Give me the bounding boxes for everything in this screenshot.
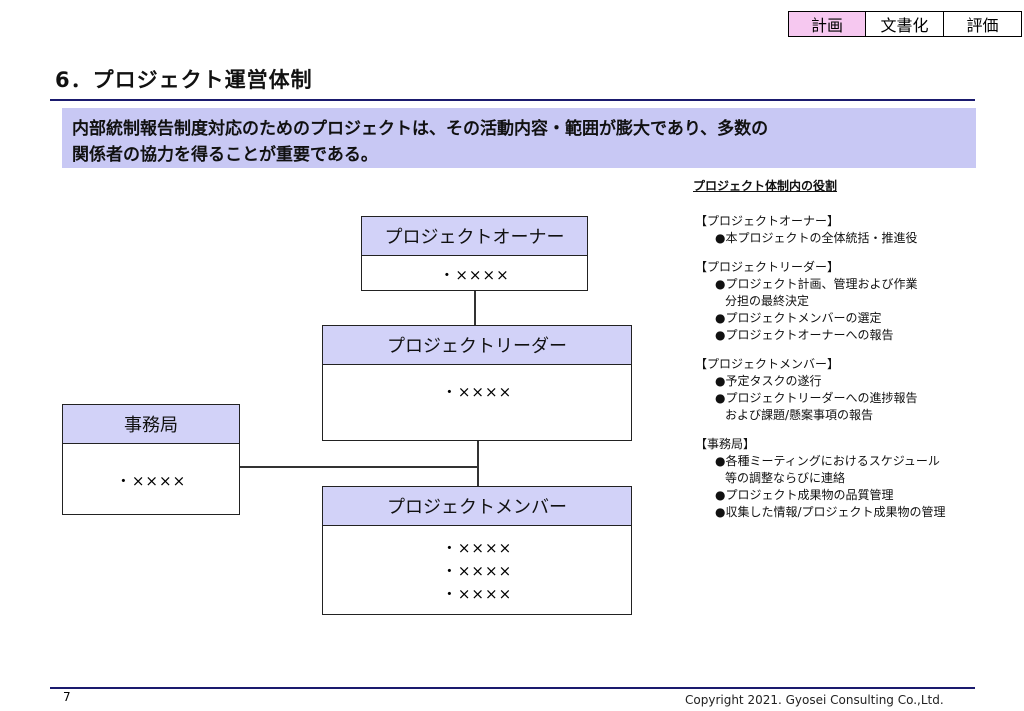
role-head: 【プロジェクトリーダー】 bbox=[695, 260, 840, 274]
role-owner: 【プロジェクトオーナー】 ●本プロジェクトの全体統括・推進役 bbox=[693, 213, 1013, 247]
summary-line-2: 関係者の協力を得ることが重要である。 bbox=[72, 145, 378, 165]
stage-tabs: 計画 文書化 評価 bbox=[788, 11, 1022, 37]
role-office: 【事務局】 ●各種ミーティングにおけるスケジュール 等の調整ならびに連絡 ●プロ… bbox=[693, 436, 1013, 521]
role-item: ●各種ミーティングにおけるスケジュール bbox=[715, 454, 940, 468]
leader-title: プロジェクトリーダー bbox=[323, 326, 631, 365]
role-item: ●プロジェクトオーナーへの報告 bbox=[715, 328, 894, 342]
member-title: プロジェクトメンバー bbox=[323, 487, 631, 526]
role-item: ●本プロジェクトの全体統括・推進役 bbox=[715, 231, 918, 245]
owner-item: ・×××× bbox=[439, 266, 510, 284]
role-item: 等の調整ならびに連絡 bbox=[725, 471, 846, 485]
role-member: 【プロジェクトメンバー】 ●予定タスクの遂行 ●プロジェクトリーダーへの進捗報告… bbox=[693, 356, 1013, 424]
member-item: ・×××× bbox=[441, 562, 513, 580]
role-item: 分担の最終決定 bbox=[725, 294, 810, 308]
member-item: ・×××× bbox=[441, 539, 513, 557]
leader-item: ・×××× bbox=[441, 383, 513, 401]
tab-evaluation[interactable]: 評価 bbox=[944, 11, 1022, 37]
role-head: 【プロジェクトメンバー】 bbox=[695, 357, 840, 371]
owner-title: プロジェクトオーナー bbox=[362, 217, 587, 256]
member-item: ・×××× bbox=[441, 585, 513, 603]
role-item: ●プロジェクト計画、管理および作業 bbox=[715, 277, 918, 291]
role-item: ●プロジェクト成果物の品質管理 bbox=[715, 488, 894, 502]
member-box: プロジェクトメンバー ・×××× ・×××× ・×××× bbox=[322, 486, 632, 615]
roles-title: プロジェクト体制内の役割 bbox=[693, 179, 838, 193]
tab-documentation[interactable]: 文書化 bbox=[866, 11, 944, 37]
office-title: 事務局 bbox=[63, 405, 239, 444]
copyright-text: Copyright 2021. Gyosei Consulting Co.,Lt… bbox=[685, 693, 944, 707]
page-title: 6．プロジェクト運営体制 bbox=[55, 68, 313, 92]
role-item: ●予定タスクの遂行 bbox=[715, 374, 822, 388]
office-item: ・×××× bbox=[115, 472, 187, 490]
role-item: ●プロジェクトリーダーへの進捗報告 bbox=[715, 391, 918, 405]
role-leader: 【プロジェクトリーダー】 ●プロジェクト計画、管理および作業 分担の最終決定 ●… bbox=[693, 259, 1013, 344]
roles-panel: プロジェクト体制内の役割 【プロジェクトオーナー】 ●本プロジェクトの全体統括・… bbox=[693, 178, 1013, 533]
owner-box: プロジェクトオーナー ・×××× bbox=[361, 216, 588, 291]
leader-box: プロジェクトリーダー ・×××× bbox=[322, 325, 632, 441]
tab-plan[interactable]: 計画 bbox=[788, 11, 866, 37]
title-divider bbox=[50, 99, 975, 101]
role-item: ●プロジェクトメンバーの選定 bbox=[715, 311, 882, 325]
office-box: 事務局 ・×××× bbox=[62, 404, 240, 515]
role-head: 【事務局】 bbox=[695, 437, 756, 451]
connector-office bbox=[239, 466, 479, 468]
connector-owner-leader bbox=[474, 290, 476, 326]
role-item: および課題/懸案事項の報告 bbox=[725, 408, 874, 422]
page-number: 7 bbox=[63, 690, 71, 704]
role-item: ●収集した情報/プロジェクト成果物の管理 bbox=[715, 505, 946, 519]
connector-leader-member bbox=[477, 440, 479, 487]
summary-box: 内部統制報告制度対応のためのプロジェクトは、その活動内容・範囲が膨大であり、多数… bbox=[62, 108, 976, 168]
footer-divider bbox=[50, 687, 975, 689]
role-head: 【プロジェクトオーナー】 bbox=[695, 214, 840, 228]
summary-line-1: 内部統制報告制度対応のためのプロジェクトは、その活動内容・範囲が膨大であり、多数… bbox=[72, 119, 769, 139]
